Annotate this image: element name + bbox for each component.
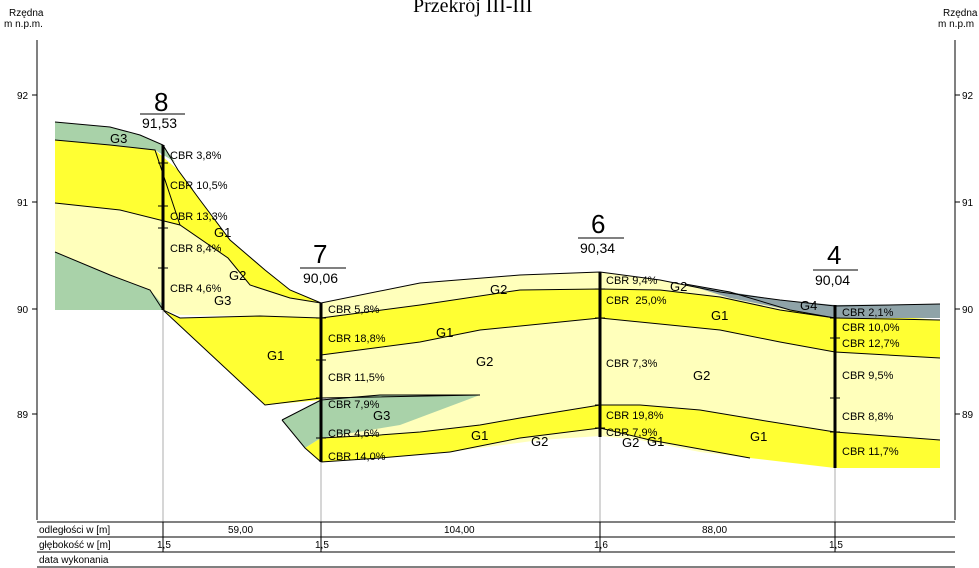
layer-label: G2 [531,434,548,449]
borehole-7-cbr-6: CBR 14,0% [328,451,386,463]
layer-label: G2 [229,268,246,283]
layer-label-g2-mid: G2 [476,354,493,369]
borehole-8-elevation: 91,53 [142,115,177,131]
layer-g1-mid [321,289,940,358]
layer-g2-surface [321,272,835,318]
borehole-7-cbr-2: CBR 18,8% [328,333,386,345]
depth-value: 1,5 [829,540,843,551]
layer-label: G3 [214,293,231,308]
layer-g2-mid [321,318,940,440]
borehole-7-cbr-1: CBR 5,8% [328,304,380,316]
borehole-6-cbr-4: CBR 19,8% [606,410,664,422]
borehole-8-cbr-5: CBR 4,6% [170,283,222,295]
borehole-7-cbr-4: CBR 7,9% [328,399,380,411]
tick-label-91-left: 91 [17,198,29,209]
depth-value: 1,5 [315,540,329,551]
depth-value: 1,6 [594,540,608,551]
layer-label: G3 [373,408,390,423]
borehole-8-cbr-2: CBR 10,5% [170,180,228,192]
borehole-6-cbr-3: CBR 7,3% [606,358,658,370]
layer-g2-upper [55,203,321,318]
row-label-date: data wykonania [39,555,109,566]
row-label-distances: odległości w [m] [39,525,110,536]
layer-label: G2 [490,282,507,297]
tick-label-92-left: 92 [17,91,29,102]
section-title: Przekrój III-III [413,0,532,17]
info-table [37,521,955,568]
layer-label: G2 [693,368,710,383]
borehole-8: 8 91,53 CBR 3,8% CBR 10,5% CBR 13,3% CBR… [140,87,228,310]
distance-value: 88,00 [702,525,727,536]
layer-label: G1 [471,428,488,443]
borehole-4-elevation: 90,04 [815,272,850,288]
layer-g3-top [55,122,175,162]
layer-g1-upper [55,140,320,303]
row-label-depth: głębokość w [m] [39,540,111,551]
right-axis-label-1: Rzędna [943,8,978,19]
borehole-8-cbr-1: CBR 3,8% [170,150,222,162]
borehole-4-cbr-2: CBR 10,0% [842,322,900,334]
borehole-4-cbr-3: CBR 12,7% [842,338,900,350]
tick-label-92-right: 92 [962,91,974,102]
layer-g3-lens [282,395,480,448]
tick-label-91-right: 91 [962,198,974,209]
tick-label-90-left: 90 [17,305,29,316]
borehole-6-cbr-2: CBR 25,0% [606,295,667,307]
borehole-7-cbr-5: CBR 4,6% [328,428,380,440]
layer-g3-lower [55,252,163,310]
layer-label: G1 [436,325,453,340]
borehole-6-number: 6 [591,209,605,239]
borehole-4: 4 90,04 CBR 2,1% CBR 10,0% CBR 12,7% CBR… [813,240,900,468]
left-axis-label-2: m n.p.m. [4,19,43,30]
layer-label: G1 [711,308,728,323]
layer-label: G1 [647,434,664,449]
borehole-4-cbr-5: CBR 8,8% [842,411,894,423]
layer-label: G2 [670,279,687,294]
left-axis-label-1: Rzędna [9,8,44,19]
tick-label-89-left: 89 [17,410,29,421]
right-axis [954,40,960,520]
tick-label-90-right: 90 [962,305,974,316]
distance-value: 104,00 [444,525,475,536]
depth-value: 1,5 [157,540,171,551]
borehole-4-cbr-1: CBR 2,1% [842,307,894,319]
borehole-4-cbr-4: CBR 9,5% [842,370,894,382]
distance-value: 59,00 [228,525,253,536]
borehole-6: 6 90,34 CBR 9,4% CBR 25,0% CBR 7,3% CBR … [578,209,667,439]
borehole-6-cbr-5: CBR 7,9% [606,427,658,439]
soil-layers [55,122,940,468]
layer-label: G4 [800,298,817,313]
layer-g1-wedge [163,310,321,405]
borehole-7-cbr-3: CBR 11,5% [328,372,385,384]
borehole-8-cbr-4: CBR 8,4% [170,243,222,255]
borehole-7: 7 90,06 CBR 5,8% CBR 18,8% CBR 11,5% CBR… [300,239,386,463]
layer-label: G1 [267,348,284,363]
layer-g4 [685,284,940,318]
borehole-6-elevation: 90,34 [580,240,615,256]
layer-label: G1 [214,225,231,240]
borehole-8-number: 8 [154,87,168,117]
borehole-guides [162,310,836,522]
layer-label-g2-under-6: G2 [622,435,639,450]
layer-labels: G3 G1 G2 G3 G1 G3 G2 G1 G1 G2 G1 G2 G4 G… [110,131,817,449]
layer-label: G3 [110,131,127,146]
borehole-4-cbr-6: CBR 11,7% [842,446,899,458]
layer-label: G1 [750,429,767,444]
tick-label-89-right: 89 [962,410,974,421]
right-axis-label-2: m n.p.m [938,19,974,30]
borehole-4-number: 4 [827,240,841,270]
borehole-7-elevation: 90,06 [303,270,338,286]
borehole-7-number: 7 [313,239,327,269]
borehole-8-cbr-3: CBR 13,3% [170,211,228,223]
layer-g1-bottom [305,405,940,468]
borehole-6-cbr-1: CBR 9,4% [606,275,658,287]
left-axis [32,40,38,520]
